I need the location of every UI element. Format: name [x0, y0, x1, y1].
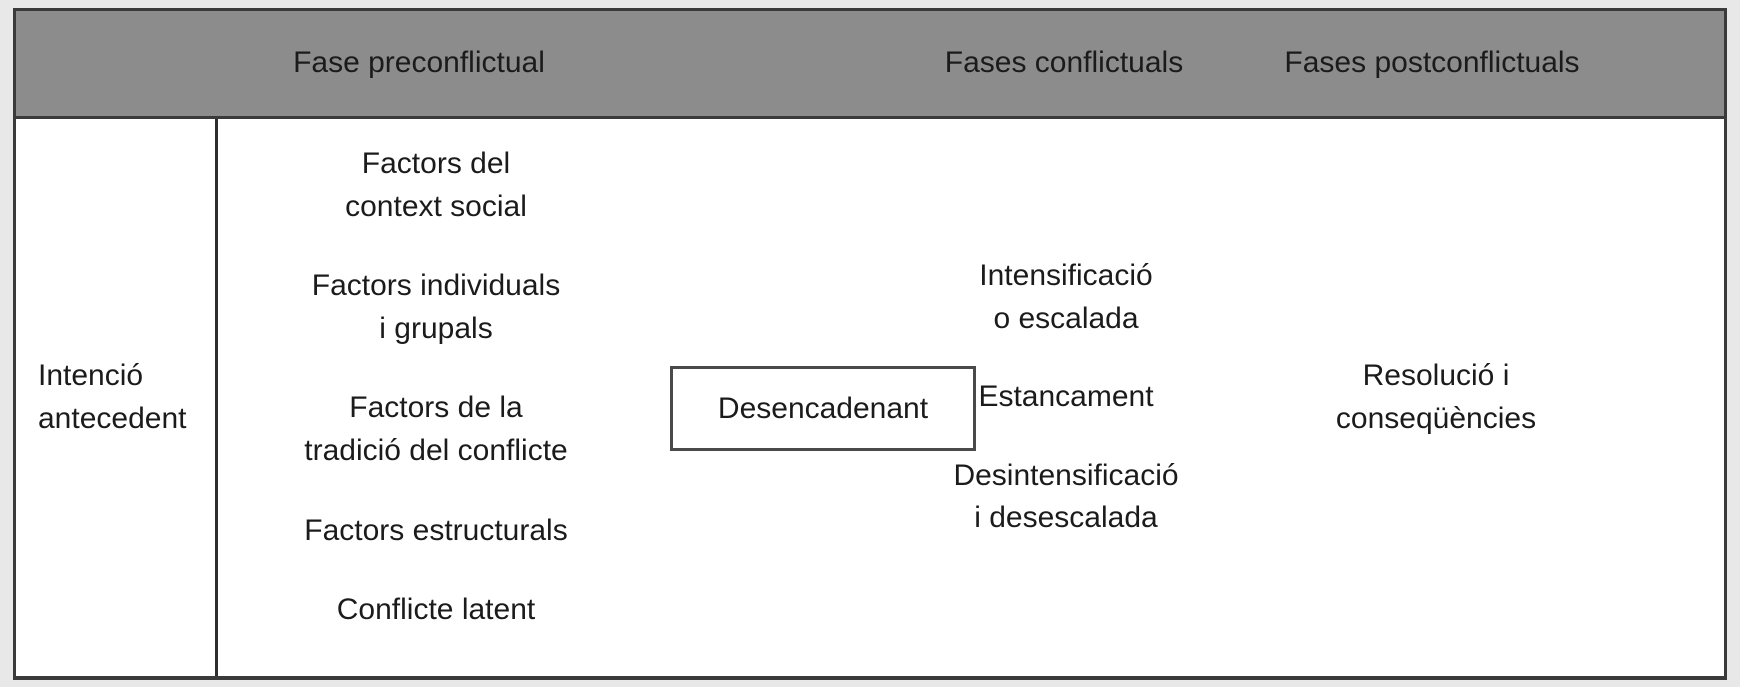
- phase-header-band: Fase preconflictual Fases conflictuals F…: [16, 11, 1724, 119]
- conflictual-item: Desintensificació i desescalada: [953, 458, 1179, 535]
- trigger-label: Desencadenant: [717, 391, 929, 425]
- header-phase-preconflictual: Fase preconflictual: [293, 46, 545, 80]
- antecedent-label: Intenció antecedent: [38, 358, 187, 435]
- antecedent-column-divider: [215, 119, 218, 676]
- conflictual-item: Intensificació o escalada: [979, 259, 1153, 335]
- column-antecedent: Intenció antecedent: [38, 119, 210, 676]
- preconflictual-item: Factors individuals i grupals: [311, 269, 561, 345]
- column-conflictual-phases: Intensificació o escalada Estancament De…: [921, 119, 1211, 676]
- header-phase-conflictual: Fases conflictuals: [944, 46, 1184, 80]
- column-preconflictual-factors: Factors del context social Factors indiv…: [221, 119, 651, 676]
- diagram-body: Intenció antecedent Factors del context …: [16, 119, 1724, 676]
- preconflictual-item: Factors del context social: [345, 147, 527, 223]
- column-postconflictual-phases: Resolució i conseqüències: [1256, 119, 1616, 676]
- header-phase-postconflictual: Fases postconflictuals: [1284, 46, 1580, 80]
- preconflictual-item: Conflicte latent: [336, 593, 536, 627]
- diagram-frame: Fase preconflictual Fases conflictuals F…: [13, 8, 1727, 680]
- preconflictual-item: Factors de la tradició del conflicte: [304, 391, 568, 467]
- trigger-box: Desencadenant: [670, 366, 976, 451]
- postconflictual-item: Resolució i conseqüències: [1335, 358, 1537, 435]
- preconflictual-item: Factors estructurals: [304, 513, 568, 547]
- conflictual-item: Estancament: [978, 380, 1154, 414]
